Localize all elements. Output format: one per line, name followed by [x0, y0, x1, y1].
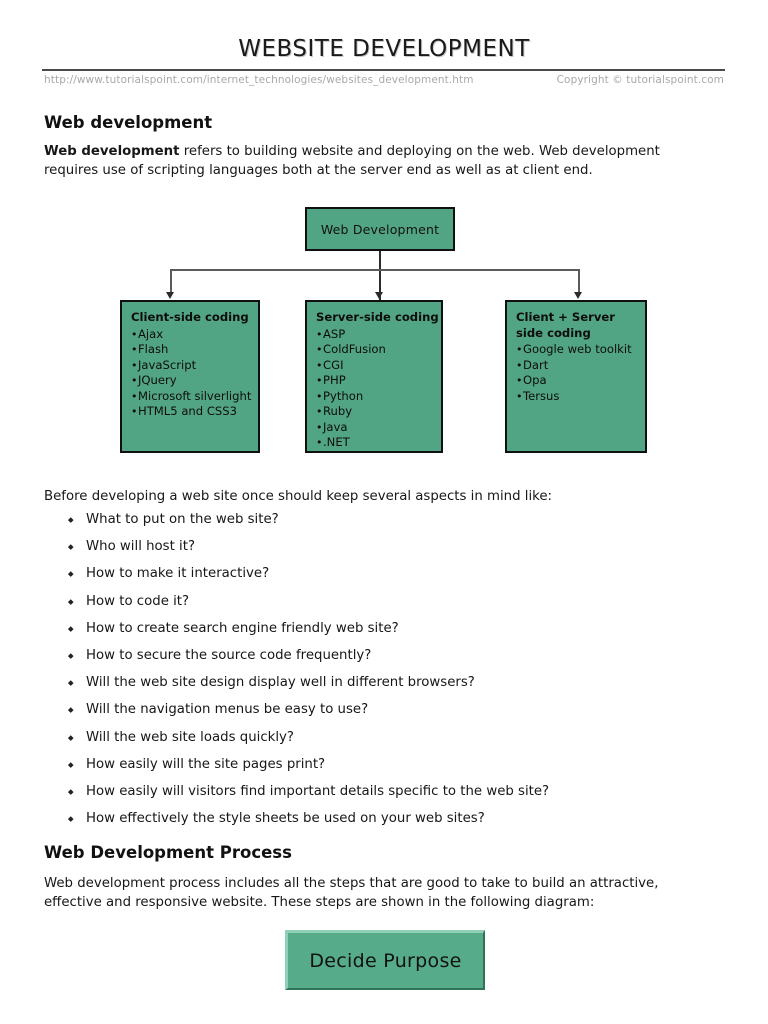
list-item: How effectively the style sheets be used…	[68, 811, 708, 838]
list-item: Will the navigation menus be easy to use…	[68, 702, 708, 729]
list-item: JQuery	[131, 373, 258, 389]
diagram-node-client-server-side-title: Client + Server side coding	[516, 310, 615, 340]
arrowhead-right	[574, 292, 582, 299]
list-item: PHP	[316, 373, 441, 389]
diagram-node-client-side-title: Client-side coding	[131, 310, 249, 324]
list-item: Who will host it?	[68, 539, 708, 566]
diagram-node-server-side-title: Server-side coding	[316, 310, 439, 324]
list-item: Dart	[516, 358, 645, 374]
list-item: How easily will the site pages print?	[68, 757, 708, 784]
connector-horizontal-bus	[170, 269, 580, 271]
list-item: Microsoft silverlight	[131, 389, 258, 405]
list-item: How easily will visitors find important …	[68, 784, 708, 811]
list-item: Will the web site design display well in…	[68, 675, 708, 702]
heading-web-development-process: Web Development Process	[44, 843, 292, 862]
paragraph-before-developing: Before developing a web site once should…	[44, 489, 553, 504]
paragraph-process-intro: Web development process includes all the…	[44, 876, 659, 910]
intro-bold-lead: Web development	[44, 144, 180, 159]
connector-drop-left	[170, 269, 172, 293]
list-item: How to secure the source code frequently…	[68, 648, 708, 675]
diagram-node-client-side: Client-side coding Ajax Flash JavaScript…	[120, 300, 260, 453]
connector-root-stem	[379, 251, 381, 301]
list-item: How to create search engine friendly web…	[68, 621, 708, 648]
list-item: Java	[316, 420, 441, 436]
diagram-node-server-side: Server-side coding ASP ColdFusion CGI PH…	[305, 300, 443, 453]
process-step-decide-purpose: Decide Purpose	[285, 930, 485, 990]
list-item: CGI	[316, 358, 441, 374]
connector-drop-right	[578, 269, 580, 293]
arrowhead-center	[375, 292, 383, 299]
page-title: WEBSITE DEVELOPMENT	[238, 36, 530, 62]
diagram-node-root: Web Development	[305, 207, 455, 251]
header-divider	[42, 69, 725, 71]
diagram-node-client-server-side-items: Google web toolkit Dart Opa Tersus	[516, 342, 645, 404]
list-item: What to put on the web site?	[68, 512, 708, 539]
paragraph-web-development-intro: Web development refers to building websi…	[44, 142, 682, 180]
list-item: ColdFusion	[316, 342, 441, 358]
list-item: .NET	[316, 435, 441, 451]
intro-rest-text: refers to building website and deploying…	[44, 144, 660, 178]
diagram-node-client-side-items: Ajax Flash JavaScript JQuery Microsoft s…	[131, 327, 258, 420]
heading-web-development: Web development	[44, 113, 213, 132]
list-item: JavaScript	[131, 358, 258, 374]
list-item: Python	[316, 389, 441, 405]
source-url: http://www.tutorialspoint.com/internet_t…	[44, 74, 474, 86]
list-item: Will the web site loads quickly?	[68, 730, 708, 757]
list-item: How to make it interactive?	[68, 566, 708, 593]
list-item: Ajax	[131, 327, 258, 343]
aspects-bullet-list: What to put on the web site? Who will ho…	[68, 512, 708, 838]
list-item: Flash	[131, 342, 258, 358]
list-item: HTML5 and CSS3	[131, 404, 258, 420]
list-item: Ruby	[316, 404, 441, 420]
diagram-node-root-label: Web Development	[320, 221, 440, 237]
list-item: How to code it?	[68, 594, 708, 621]
copyright-notice: Copyright © tutorialspoint.com	[556, 74, 724, 86]
process-step-decide-purpose-label: Decide Purpose	[309, 949, 462, 972]
diagram-node-server-side-items: ASP ColdFusion CGI PHP Python Ruby Java …	[316, 327, 441, 451]
list-item: Tersus	[516, 389, 645, 405]
list-item: Opa	[516, 373, 645, 389]
list-item: Google web toolkit	[516, 342, 645, 358]
arrowhead-left	[166, 292, 174, 299]
list-item: ASP	[316, 327, 441, 343]
diagram-node-client-server-side: Client + Server side coding Google web t…	[505, 300, 647, 453]
